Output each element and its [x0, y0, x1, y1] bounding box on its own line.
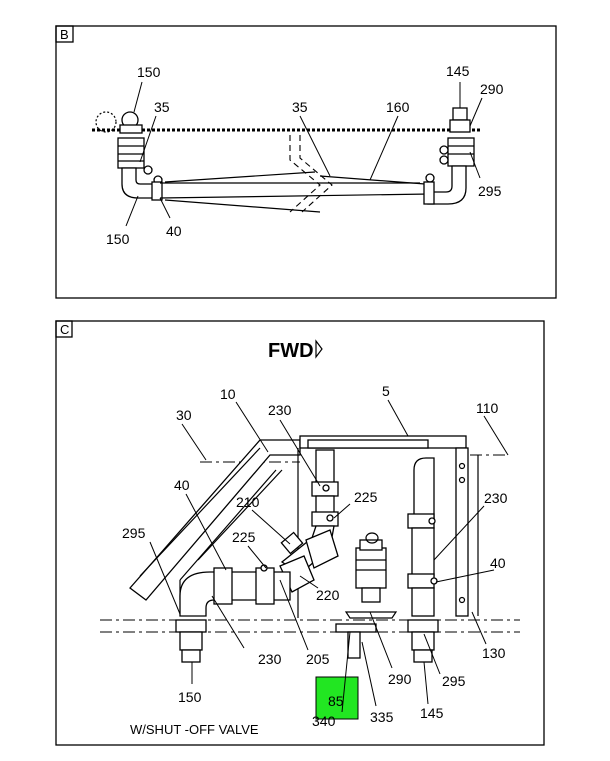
callout-230-bottom: 230	[258, 651, 282, 667]
valve-base	[344, 611, 398, 619]
callout-150-bottom: 150	[106, 231, 130, 247]
callout-225-mid: 225	[232, 529, 256, 545]
hose-160-bottom	[159, 193, 431, 199]
panel-b-tag-box	[55, 25, 74, 43]
drain-tube-335	[347, 631, 361, 659]
callout-145-c: 145	[420, 705, 444, 721]
floor-fitting-right	[407, 619, 439, 633]
clamp-right	[425, 173, 435, 183]
pipe-vertical-upper	[315, 449, 335, 487]
drain-plate-340	[335, 623, 377, 633]
callout-130: 130	[482, 645, 506, 661]
callout-160: 160	[386, 99, 410, 115]
callout-150-c: 150	[178, 689, 202, 705]
fwd-arrow-icon	[315, 339, 323, 359]
panel-c-tag-box	[55, 320, 73, 338]
clamp-40-right	[407, 573, 435, 589]
callout-295-right: 295	[442, 673, 466, 689]
callout-205: 205	[306, 651, 330, 667]
panel-c: C FWD	[55, 320, 545, 746]
fitting-top-left	[119, 124, 143, 134]
callout-10: 10	[220, 386, 236, 402]
tube-35-lower	[164, 199, 321, 213]
fitting-150	[181, 649, 201, 663]
caption-shutoff-valve: W/SHUT -OFF VALVE	[130, 722, 259, 737]
clamp-210	[280, 531, 304, 555]
callout-220: 220	[316, 587, 340, 603]
callout-145-b: 145	[446, 63, 470, 79]
callout-230-right: 230	[484, 490, 508, 506]
pipe-right-mid	[411, 527, 435, 577]
callout-40-b: 40	[166, 223, 182, 239]
callout-40-left: 40	[174, 477, 190, 493]
coupling-left	[117, 137, 145, 169]
callout-150-top: 150	[137, 64, 161, 80]
callout-30: 30	[176, 407, 192, 423]
callout-210: 210	[236, 494, 260, 510]
part-85-highlight[interactable]	[315, 676, 359, 720]
mount-plate-side	[455, 447, 469, 617]
callout-85: 85	[328, 693, 344, 709]
pipe-right-upper	[413, 457, 435, 521]
break-line-b	[299, 135, 333, 213]
callout-295-left: 295	[122, 525, 146, 541]
callout-340: 340	[312, 713, 336, 729]
tube-35-upper	[319, 175, 426, 185]
filter-body	[305, 529, 339, 569]
fitting-290	[449, 119, 471, 133]
fwd-label: FWD	[268, 340, 314, 362]
callout-335: 335	[370, 709, 394, 725]
clamp-225-top	[311, 511, 339, 527]
callout-35-mid: 35	[292, 99, 308, 115]
shutoff-valve	[355, 547, 387, 589]
callout-110: 110	[476, 400, 499, 416]
callout-290-b: 290	[480, 81, 504, 97]
fitting-ghost	[95, 111, 117, 133]
clamp-225-mid	[255, 567, 275, 605]
clamp-band-left	[151, 181, 163, 201]
coupling-right	[447, 137, 475, 167]
floor-fitting-left	[175, 619, 207, 633]
break-line-a	[289, 135, 321, 213]
fitting-145-c	[413, 649, 433, 663]
callout-295-b: 295	[478, 183, 502, 199]
panel-c-frame	[55, 320, 545, 746]
callout-225-top: 225	[354, 489, 378, 505]
fitting-145	[452, 107, 468, 121]
callout-35-left: 35	[154, 99, 170, 115]
callout-290-c: 290	[388, 671, 412, 687]
panel-b-frame	[55, 25, 557, 299]
clamp-40-left	[213, 567, 233, 605]
callout-230-top: 230	[268, 402, 292, 418]
callout-5: 5	[382, 383, 390, 399]
panel-b-tag: B	[60, 27, 69, 42]
panel-c-tag: C	[60, 322, 69, 337]
panel-b: B	[55, 25, 557, 299]
callout-40-right: 40	[490, 555, 506, 571]
clamp-left	[143, 165, 153, 175]
